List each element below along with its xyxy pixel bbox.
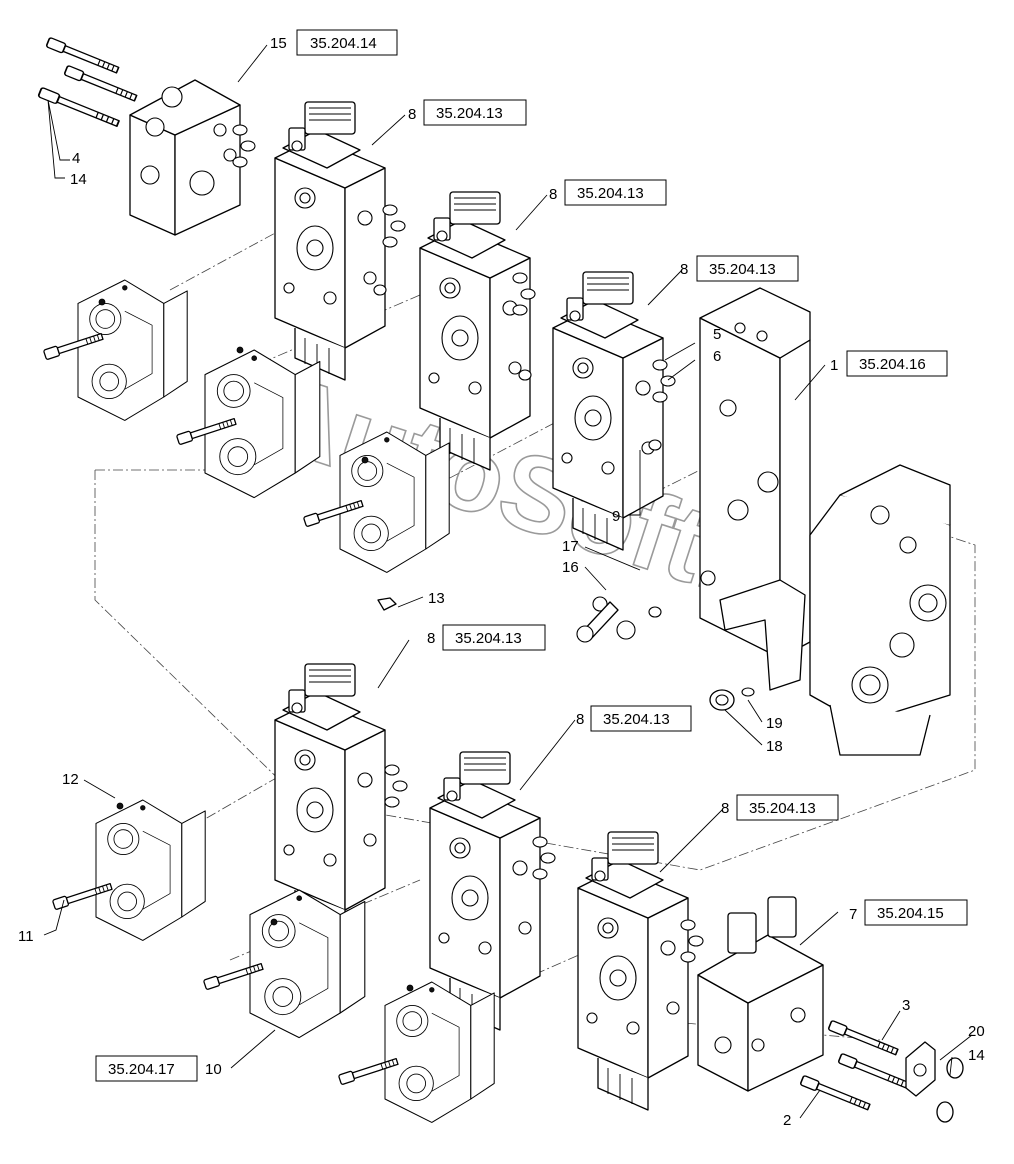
svg-text:8: 8	[721, 800, 729, 817]
fittings-16-17	[576, 596, 662, 643]
svg-text:17: 17	[562, 538, 579, 555]
svg-text:35.204.17: 35.204.17	[108, 1061, 175, 1078]
callout-1: 1 35.204.16	[830, 350, 948, 377]
item-numbers: 4 14 5 6 9 17 16 13 19 18 12 11 3 20 14 …	[18, 150, 985, 1129]
valve-section-lower-3	[577, 831, 689, 1111]
svg-text:35.204.16: 35.204.16	[859, 356, 926, 373]
svg-text:35.204.13: 35.204.13	[455, 630, 522, 647]
svg-text:8: 8	[680, 261, 688, 278]
svg-text:7: 7	[849, 906, 857, 923]
svg-text:35.204.13: 35.204.13	[749, 800, 816, 817]
callout-8-c: 8 35.204.13	[680, 255, 799, 282]
svg-text:14: 14	[70, 171, 87, 188]
svg-text:35.204.14: 35.204.14	[310, 35, 377, 52]
svg-text:12: 12	[62, 771, 79, 788]
callout-8-a: 8 35.204.13	[408, 99, 527, 126]
callout-8-f: 8 35.204.13	[721, 794, 839, 821]
svg-text:5: 5	[713, 326, 721, 343]
callout-7: 7 35.204.15	[849, 899, 968, 926]
main-valve-block-1	[699, 287, 811, 659]
connector-elbow-d	[95, 799, 206, 941]
svg-text:6: 6	[713, 348, 721, 365]
svg-text:8: 8	[576, 711, 584, 728]
svg-text:35.204.13: 35.204.13	[709, 261, 776, 278]
svg-text:8: 8	[408, 106, 416, 123]
svg-text:35.204.13: 35.204.13	[436, 105, 503, 122]
connector-elbow-a	[77, 279, 188, 421]
svg-text:9: 9	[612, 508, 620, 525]
connecting-pipe	[719, 579, 806, 691]
svg-text:20: 20	[968, 1023, 985, 1040]
svg-text:1: 1	[830, 357, 838, 374]
valve-section-lower-2	[429, 751, 541, 1031]
tie-rod-bolts	[37, 36, 139, 129]
callout-8-d: 8 35.204.13	[427, 624, 546, 651]
washer-20	[905, 1041, 936, 1097]
svg-text:11: 11	[18, 928, 34, 945]
inlet-cover-15	[129, 79, 241, 236]
svg-text:14: 14	[968, 1047, 985, 1064]
main-valve-block-1b	[809, 464, 951, 756]
svg-text:15: 15	[270, 35, 287, 52]
connector-elbow-f	[384, 981, 495, 1123]
callout-15: 15 35.204.14	[270, 29, 398, 56]
outlet-cover-7	[697, 896, 824, 1092]
svg-text:8: 8	[427, 630, 435, 647]
svg-text:8: 8	[549, 186, 557, 203]
plug-18	[709, 687, 755, 711]
assembly-boundary	[94, 470, 976, 871]
svg-text:4: 4	[72, 150, 80, 167]
svg-text:35.204.15: 35.204.15	[877, 905, 944, 922]
callout-8-b: 8 35.204.13	[549, 179, 667, 206]
svg-text:13: 13	[428, 590, 445, 607]
svg-text:18: 18	[766, 738, 783, 755]
svg-text:10: 10	[205, 1061, 222, 1078]
svg-text:35.204.13: 35.204.13	[577, 185, 644, 202]
svg-text:16: 16	[562, 559, 579, 576]
svg-text:19: 19	[766, 715, 783, 732]
svg-text:2: 2	[783, 1112, 791, 1129]
leader-lines	[43, 44, 973, 1119]
connector-elbow-e	[249, 889, 366, 1039]
valve-section-upper-1	[274, 101, 386, 381]
svg-text:35.204.13: 35.204.13	[603, 711, 670, 728]
callout-10: 35.204.17 10	[95, 1055, 222, 1082]
callout-8-e: 8 35.204.13	[576, 705, 692, 732]
svg-text:3: 3	[902, 997, 910, 1014]
